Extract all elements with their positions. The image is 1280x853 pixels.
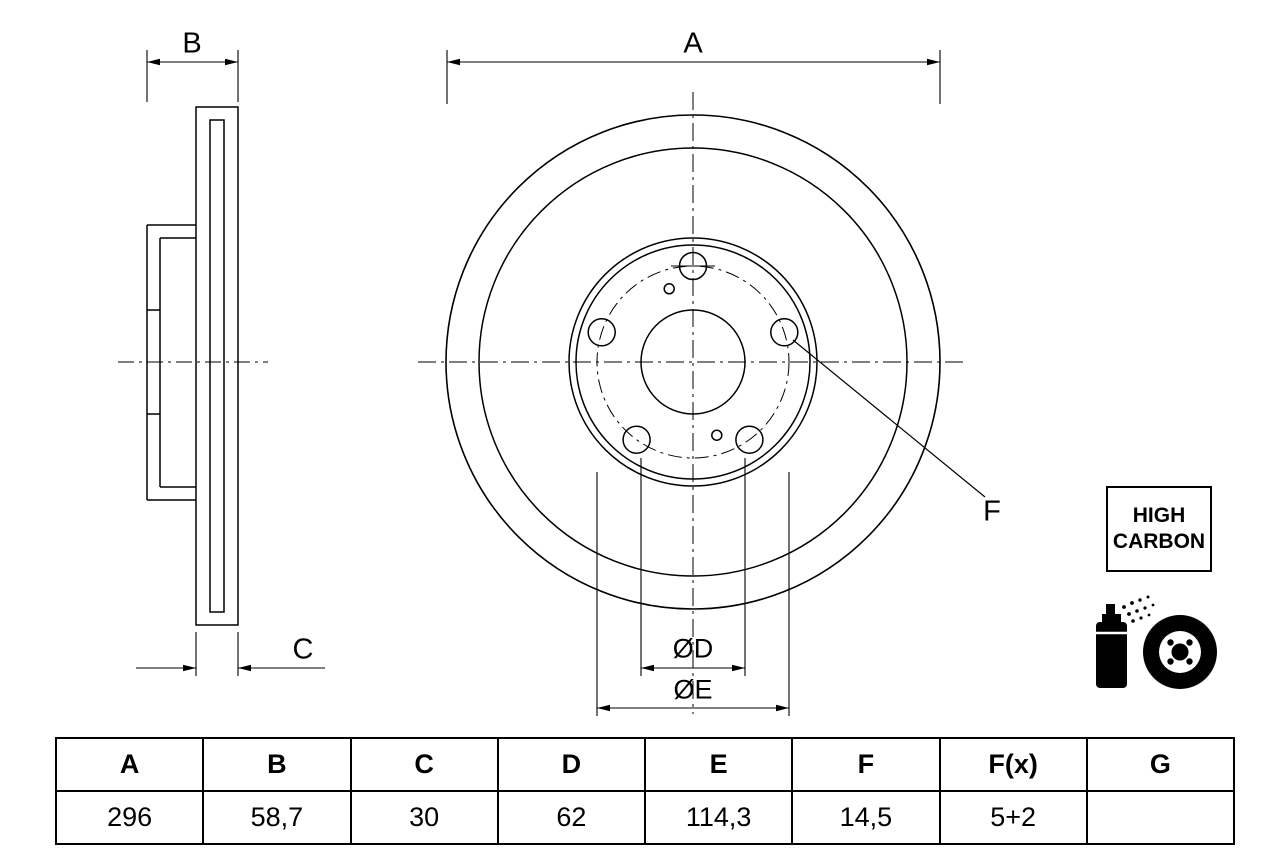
vent-channel: [209, 119, 225, 613]
dim-label-c: C: [292, 633, 314, 666]
dim-label-f: F: [983, 495, 1001, 528]
table-value-row: 296 58,7 30 62 114,3 14,5 5+2: [54, 790, 1236, 845]
dimension-e: [596, 472, 790, 716]
value-cell-fx: 5+2: [938, 790, 1088, 845]
header-cell-d: D: [496, 737, 647, 792]
value-cell-b: 58,7: [202, 790, 352, 845]
header-cell-e: E: [643, 737, 794, 792]
high-carbon-badge: HIGH CARBON: [1106, 486, 1212, 572]
spray-particles: [1122, 595, 1155, 623]
friction-ring-outline: [195, 106, 239, 626]
spray-can-nozzle: [1106, 604, 1115, 615]
header-cell-a: A: [54, 737, 205, 792]
dimension-table: A B C D E F F(x) G 296 58,7 30 62 114,3 …: [54, 737, 1236, 845]
value-cell-d: 62: [496, 790, 647, 845]
spray-can-body: [1096, 622, 1127, 688]
dimension-b: [146, 50, 239, 102]
value-cell-e: 114,3: [643, 790, 794, 845]
technical-drawing: [118, 50, 1217, 716]
dim-label-b: B: [182, 27, 202, 60]
dim-label-d: ØD: [672, 633, 714, 664]
value-cell-a: 296: [54, 790, 205, 845]
spray-can-shoulder: [1102, 614, 1121, 623]
spray-can-coating-disc-icon: [1096, 595, 1217, 689]
header-cell-g: G: [1085, 737, 1236, 792]
dim-label-e: ØE: [673, 674, 713, 705]
dimension-c: [136, 632, 325, 676]
value-cell-f: 14,5: [791, 790, 941, 845]
header-cell-fx: F(x): [938, 737, 1088, 792]
value-cell-c: 30: [349, 790, 499, 845]
high-carbon-line2: CARBON: [1112, 530, 1206, 553]
leader-f: [792, 339, 986, 498]
set-screw-holes: [663, 283, 723, 441]
table-header-row: A B C D E F F(x) G: [54, 737, 1236, 792]
hub-flange-outer-circle: [568, 237, 818, 487]
side-view-cross-section: [118, 106, 268, 626]
dim-label-a: A: [683, 27, 703, 60]
header-cell-c: C: [349, 737, 499, 792]
header-cell-f: F: [791, 737, 941, 792]
dimension-d: [640, 458, 746, 676]
high-carbon-line1: HIGH: [1132, 503, 1186, 527]
dimension-a: [446, 50, 941, 104]
value-cell-g: [1085, 790, 1236, 845]
front-view: [418, 92, 968, 714]
coated-disc: [1143, 615, 1217, 689]
header-cell-b: B: [202, 737, 352, 792]
